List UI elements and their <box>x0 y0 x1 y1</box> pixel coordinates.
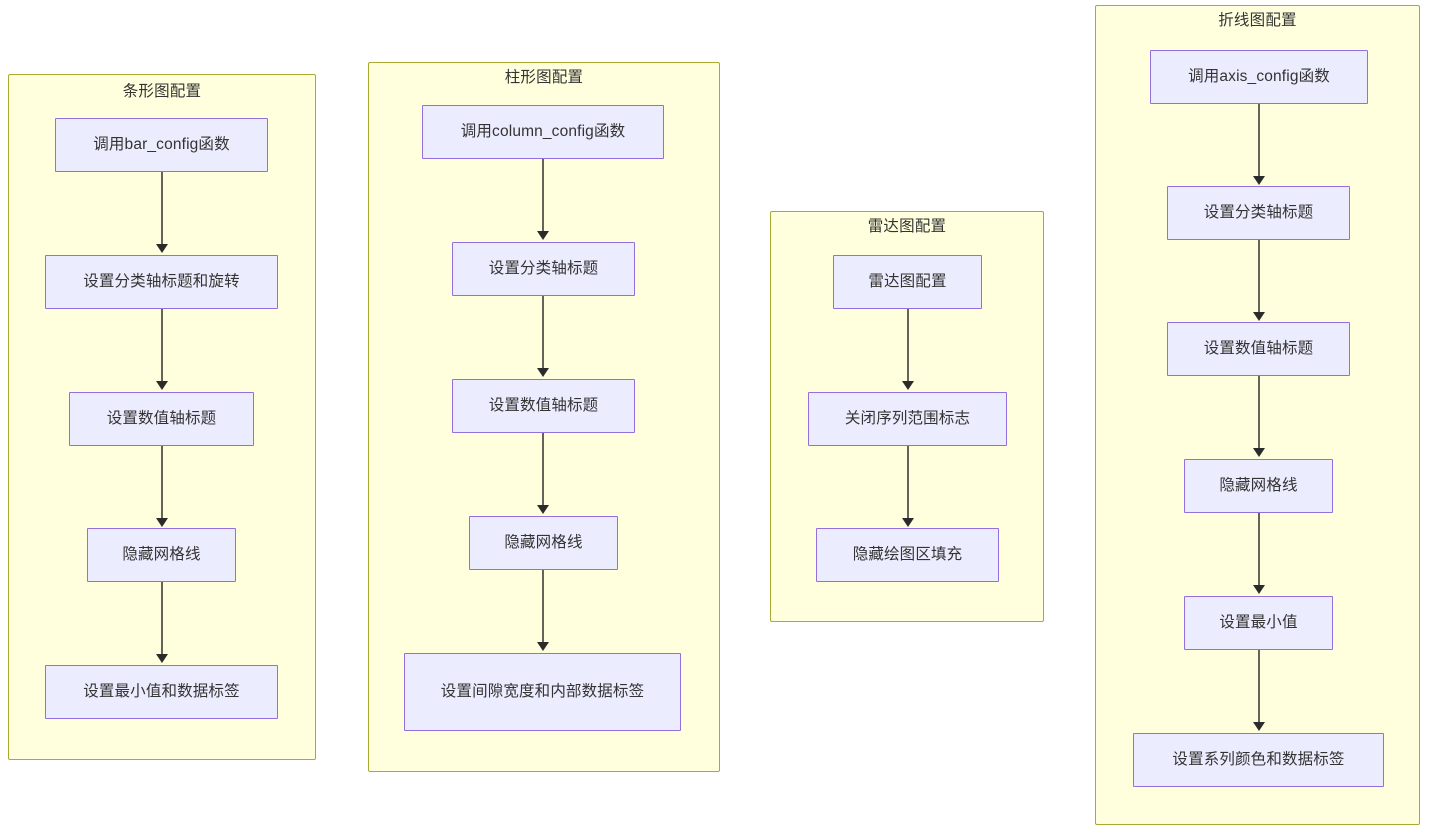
node-label: 隐藏网格线 <box>122 545 201 563</box>
node-column-category-axis-title[interactable]: 设置分类轴标题 <box>452 242 635 296</box>
node-column-hide-gridlines[interactable]: 隐藏网格线 <box>469 516 618 570</box>
node-label: 设置最小值和数据标签 <box>83 682 240 700</box>
node-label: 设置分类轴标题 <box>488 259 599 277</box>
node-line-hide-gridlines[interactable]: 隐藏网格线 <box>1184 459 1333 513</box>
node-label: 设置数值轴标题 <box>1203 339 1314 357</box>
node-line-value-axis-title[interactable]: 设置数值轴标题 <box>1167 322 1350 376</box>
node-bar-call-bar-config[interactable]: 调用bar_config函数 <box>55 118 268 172</box>
node-line-category-axis-title[interactable]: 设置分类轴标题 <box>1167 186 1350 240</box>
node-label: 雷达图配置 <box>868 272 947 290</box>
arrowhead-radar-1-to-2 <box>902 381 914 390</box>
arrowhead-bar-3-to-4 <box>156 518 168 527</box>
arrowhead-bar-4-to-5 <box>156 654 168 663</box>
node-bar-hide-gridlines[interactable]: 隐藏网格线 <box>87 528 236 582</box>
node-column-value-axis-title[interactable]: 设置数值轴标题 <box>452 379 635 433</box>
edge-line-1-to-2 <box>1258 104 1260 178</box>
arrowhead-line-3-to-4 <box>1253 448 1265 457</box>
node-line-set-min-value[interactable]: 设置最小值 <box>1184 596 1333 650</box>
node-label: 设置数值轴标题 <box>488 396 599 414</box>
node-bar-category-axis-title-rotation[interactable]: 设置分类轴标题和旋转 <box>45 255 278 309</box>
node-label: 调用column_config函数 <box>460 122 626 140</box>
arrowhead-bar-1-to-2 <box>156 244 168 253</box>
arrowhead-bar-2-to-3 <box>156 381 168 390</box>
arrowhead-line-1-to-2 <box>1253 176 1265 185</box>
arrowhead-radar-2-to-3 <box>902 518 914 527</box>
node-column-call-column-config[interactable]: 调用column_config函数 <box>422 105 664 159</box>
node-label: 隐藏网格线 <box>1219 476 1298 494</box>
node-label: 设置系列颜色和数据标签 <box>1172 750 1345 768</box>
node-label: 调用bar_config函数 <box>93 135 230 153</box>
arrowhead-column-4-to-5 <box>537 642 549 651</box>
node-label: 设置分类轴标题 <box>1203 203 1314 221</box>
cluster-title-column-config: 柱形图配置 <box>504 69 584 86</box>
node-bar-value-axis-title[interactable]: 设置数值轴标题 <box>69 392 254 446</box>
node-label: 设置最小值 <box>1219 613 1298 631</box>
node-label: 隐藏网格线 <box>504 533 583 551</box>
arrowhead-column-3-to-4 <box>537 505 549 514</box>
edge-line-2-to-3 <box>1258 240 1260 314</box>
cluster-title-radar-config: 雷达图配置 <box>867 218 947 235</box>
edge-line-3-to-4 <box>1258 376 1260 450</box>
node-radar-hide-plot-area-fill[interactable]: 隐藏绘图区填充 <box>816 528 999 582</box>
edge-bar-2-to-3 <box>161 309 163 383</box>
arrowhead-line-2-to-3 <box>1253 312 1265 321</box>
node-label: 设置数值轴标题 <box>106 409 217 427</box>
edge-line-5-to-6 <box>1258 650 1260 724</box>
node-bar-min-value-data-labels[interactable]: 设置最小值和数据标签 <box>45 665 278 719</box>
edge-radar-1-to-2 <box>907 309 909 383</box>
arrowhead-column-1-to-2 <box>537 231 549 240</box>
node-label: 设置间隙宽度和内部数据标签 <box>440 682 645 700</box>
arrowhead-line-5-to-6 <box>1253 722 1265 731</box>
node-radar-disable-series-range-flag[interactable]: 关闭序列范围标志 <box>808 392 1007 446</box>
cluster-line-config <box>1095 5 1420 825</box>
edge-column-4-to-5 <box>542 570 544 644</box>
node-label: 关闭序列范围标志 <box>844 409 971 427</box>
edge-column-1-to-2 <box>542 159 544 233</box>
edge-radar-2-to-3 <box>907 446 909 520</box>
edge-bar-3-to-4 <box>161 446 163 520</box>
edge-column-3-to-4 <box>542 433 544 507</box>
arrowhead-line-4-to-5 <box>1253 585 1265 594</box>
node-column-gap-width-inside-data-labels[interactable]: 设置间隙宽度和内部数据标签 <box>404 653 681 731</box>
cluster-title-line-config: 折线图配置 <box>1218 12 1297 29</box>
edge-bar-4-to-5 <box>161 582 163 656</box>
cluster-title-bar-config: 条形图配置 <box>122 83 202 100</box>
node-radar-config[interactable]: 雷达图配置 <box>833 255 982 309</box>
node-line-call-axis-config[interactable]: 调用axis_config函数 <box>1150 50 1368 104</box>
edge-bar-1-to-2 <box>161 172 163 246</box>
edge-line-4-to-5 <box>1258 513 1260 587</box>
node-label: 隐藏绘图区填充 <box>852 545 963 563</box>
node-line-series-color-data-labels[interactable]: 设置系列颜色和数据标签 <box>1133 733 1384 787</box>
edge-column-2-to-3 <box>542 296 544 370</box>
arrowhead-column-2-to-3 <box>537 368 549 377</box>
node-label: 设置分类轴标题和旋转 <box>83 272 240 290</box>
node-label: 调用axis_config函数 <box>1188 67 1330 85</box>
